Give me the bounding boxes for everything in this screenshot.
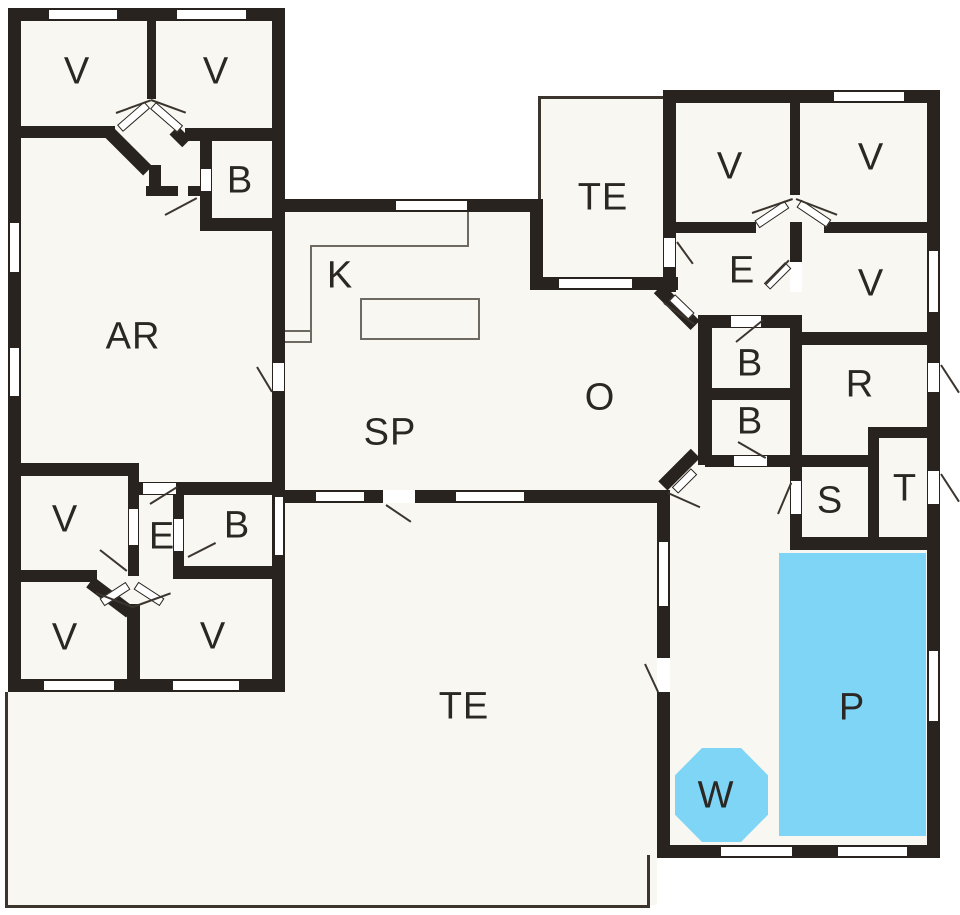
- window: [658, 541, 669, 607]
- wall: [790, 537, 940, 550]
- wall: [173, 552, 184, 579]
- room-label-v8: V: [199, 615, 227, 658]
- room-label-b2: B: [736, 342, 764, 385]
- door-opening: [657, 658, 670, 692]
- wall: [147, 21, 156, 99]
- room-label-k: K: [326, 254, 354, 297]
- wall: [868, 427, 940, 438]
- room-label-b3: B: [736, 400, 764, 443]
- room-label-e-right: E: [728, 249, 756, 292]
- room-label-ar: AR: [105, 315, 161, 358]
- wall: [146, 186, 178, 196]
- room-label-e-left: E: [148, 515, 176, 558]
- door-swing-line: [940, 364, 960, 394]
- room-label-o: O: [584, 376, 616, 419]
- window: [43, 680, 115, 691]
- room-label-v1: V: [63, 50, 91, 93]
- terrace-outline: [538, 96, 666, 99]
- window: [720, 846, 793, 857]
- door-opening: [927, 470, 940, 505]
- wall: [200, 218, 285, 231]
- kitchen-counter: [467, 212, 469, 247]
- floor-area: [538, 96, 678, 292]
- wall: [173, 566, 285, 579]
- window: [928, 250, 939, 313]
- wall: [8, 126, 115, 138]
- room-label-v2: V: [202, 50, 230, 93]
- window: [172, 680, 240, 691]
- wall: [790, 103, 800, 195]
- wall: [530, 199, 543, 290]
- whirlpool-shape: [675, 748, 768, 842]
- wall: [705, 455, 868, 467]
- room-label-v6: V: [51, 498, 79, 541]
- room-label-w: W: [697, 774, 735, 817]
- wall: [8, 463, 135, 476]
- terrace-outline: [538, 96, 541, 208]
- terrace-outline: [647, 855, 650, 908]
- terrace-outline: [5, 692, 8, 908]
- wall: [698, 388, 802, 400]
- window: [837, 846, 908, 857]
- room-label-p: P: [838, 686, 866, 729]
- room-label-t: T: [892, 467, 918, 510]
- room-label-te-bottom: TE: [438, 685, 490, 728]
- terrace-outline: [5, 905, 650, 908]
- wall: [128, 546, 139, 576]
- window: [833, 91, 905, 102]
- room-label-te-top: TE: [577, 176, 629, 219]
- window: [455, 491, 525, 502]
- door-opening: [200, 168, 212, 192]
- wall: [127, 604, 140, 692]
- window: [315, 491, 365, 502]
- wall: [790, 332, 940, 345]
- room-label-s: S: [816, 479, 844, 522]
- room-label-b4: B: [223, 504, 251, 547]
- window: [9, 347, 20, 397]
- kitchen-counter: [310, 245, 469, 247]
- window: [274, 496, 284, 556]
- door-opening: [790, 480, 802, 515]
- door-opening: [663, 237, 676, 268]
- wall: [790, 222, 802, 262]
- window: [176, 9, 247, 20]
- kitchen-counter: [283, 330, 312, 343]
- window: [928, 650, 939, 722]
- window: [395, 200, 468, 211]
- door-opening: [383, 490, 415, 503]
- door-opening: [272, 362, 285, 392]
- room-label-v4: V: [857, 136, 885, 179]
- wall: [824, 222, 940, 233]
- wall: [128, 463, 139, 508]
- door-opening: [927, 362, 940, 393]
- kitchen-counter: [310, 245, 312, 338]
- kitchen-island: [360, 298, 480, 340]
- door-opening: [733, 455, 768, 467]
- room-label-sp: SP: [363, 411, 417, 454]
- wall: [200, 191, 212, 220]
- wall: [868, 427, 879, 540]
- pool-shape: [779, 553, 926, 836]
- door-opening: [128, 508, 139, 546]
- wall: [272, 8, 285, 692]
- floor-area-terrace: [5, 692, 650, 905]
- window: [9, 222, 20, 273]
- window: [48, 9, 118, 20]
- window: [558, 278, 633, 289]
- wall: [188, 186, 202, 196]
- door-opening: [790, 262, 802, 292]
- door-swing-line: [940, 473, 960, 503]
- wall: [173, 490, 184, 518]
- wall: [676, 222, 756, 233]
- room-label-r: R: [845, 363, 875, 406]
- room-label-v5: V: [857, 262, 885, 305]
- wall: [200, 135, 212, 169]
- wall: [8, 570, 97, 582]
- room-label-v3: V: [716, 145, 744, 188]
- room-label-v7: V: [51, 616, 79, 659]
- door-opening: [173, 518, 184, 552]
- room-label-b1: B: [226, 159, 254, 202]
